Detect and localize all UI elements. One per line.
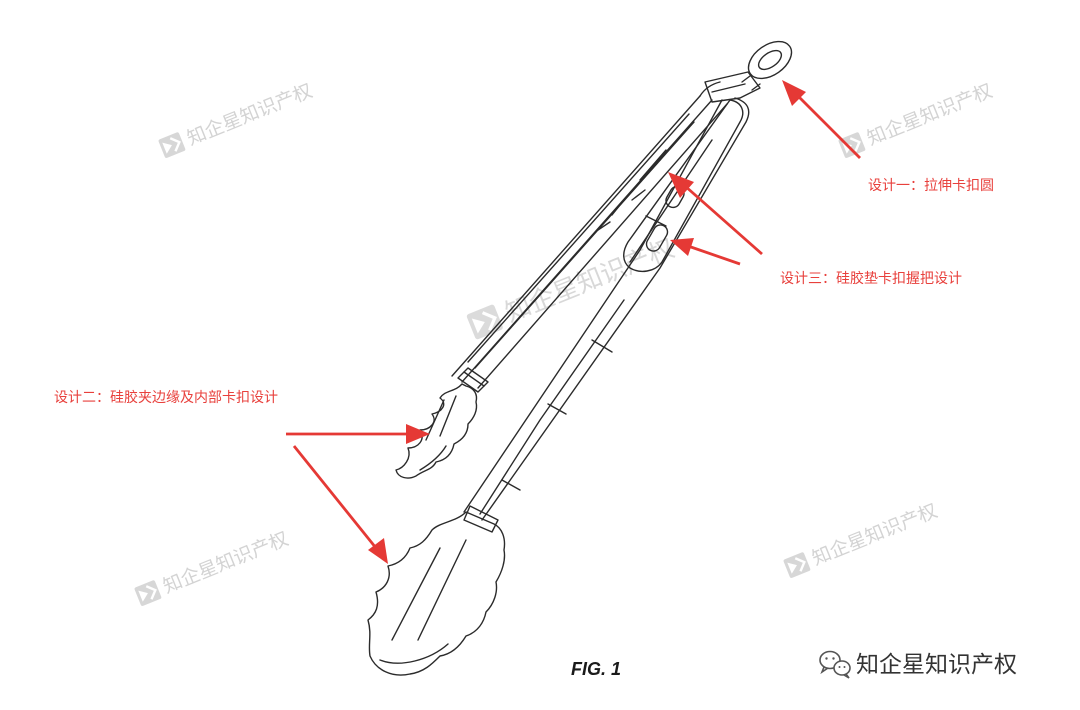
annotation-arrows — [286, 80, 861, 564]
watermark: 知企星知识产权 — [132, 528, 292, 608]
footer-account: 知企星知识产权 — [819, 650, 1017, 679]
watermark: 知企星知识产权 — [836, 80, 996, 160]
arrow-to-upper-head — [286, 424, 430, 444]
watermark-text: 知企星知识产权 — [809, 500, 941, 570]
annotation-design-one: 设计一：拉伸卡扣圆 — [868, 178, 994, 194]
upper-arm — [451, 95, 728, 393]
tongs-drawing — [367, 40, 793, 676]
watermark-text: 知企星知识产权 — [501, 234, 679, 329]
zqx-logo-icon — [132, 578, 164, 608]
silicone-grip-pad — [623, 99, 744, 273]
watermark: 知企星知识产权 — [464, 234, 679, 342]
zqx-logo-icon — [464, 302, 506, 342]
zqx-logo-icon — [156, 130, 188, 160]
watermark: 知企星知识产权 — [156, 80, 316, 160]
pull-ring — [741, 40, 793, 91]
arrow-to-grip-lower — [670, 238, 741, 266]
zqx-logo-icon — [836, 130, 868, 160]
arrow-to-pull-ring — [782, 80, 861, 159]
wechat-icon — [819, 650, 851, 679]
zqx-logo-icon — [781, 550, 813, 580]
footer-account-name: 知企星知识产权 — [856, 652, 1017, 678]
annotation-design-two: 设计二：硅胶夹边缘及内部卡扣设计 — [54, 389, 278, 406]
figure-caption: FIG. 1 — [571, 659, 621, 679]
upper-silicone-head — [395, 383, 478, 479]
watermark-text: 知企星知识产权 — [160, 528, 292, 598]
arrow-to-grip-upper — [668, 172, 763, 256]
watermark-text: 知企星知识产权 — [864, 80, 996, 150]
watermark: 知企星知识产权 — [781, 500, 941, 580]
hinge-cap — [699, 71, 761, 103]
arrow-to-lower-head — [292, 445, 388, 564]
watermark-text: 知企星知识产权 — [184, 80, 316, 150]
annotation-design-three: 设计三：硅胶垫卡扣握把设计 — [780, 270, 962, 287]
lower-silicone-head — [367, 511, 506, 676]
lower-arm — [463, 97, 750, 533]
